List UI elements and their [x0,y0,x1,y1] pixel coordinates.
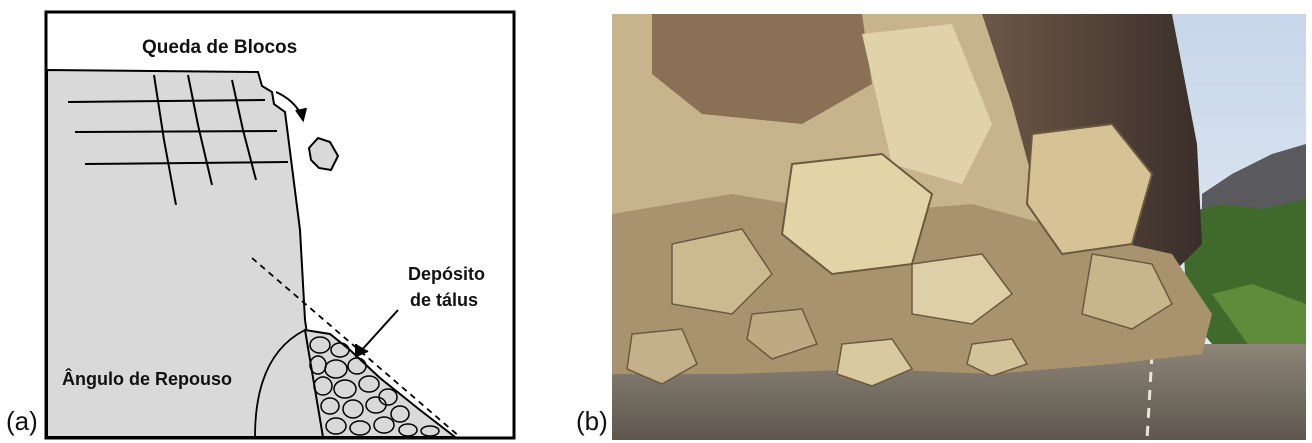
diagram-title: Queda de Blocos [142,37,297,58]
panel-a-label: (a) [6,408,38,434]
label-deposit-line2: de tálus [410,290,478,310]
panel-b-label: (b) [576,408,608,434]
label-angle-of-repose: Ângulo de Repouso [62,368,232,389]
rockfall-diagram: Queda de Blocos Ângulo de Repouso Depósi… [0,0,600,443]
label-deposit-line1: Depósito [408,264,485,284]
rockfall-photo [612,14,1306,440]
